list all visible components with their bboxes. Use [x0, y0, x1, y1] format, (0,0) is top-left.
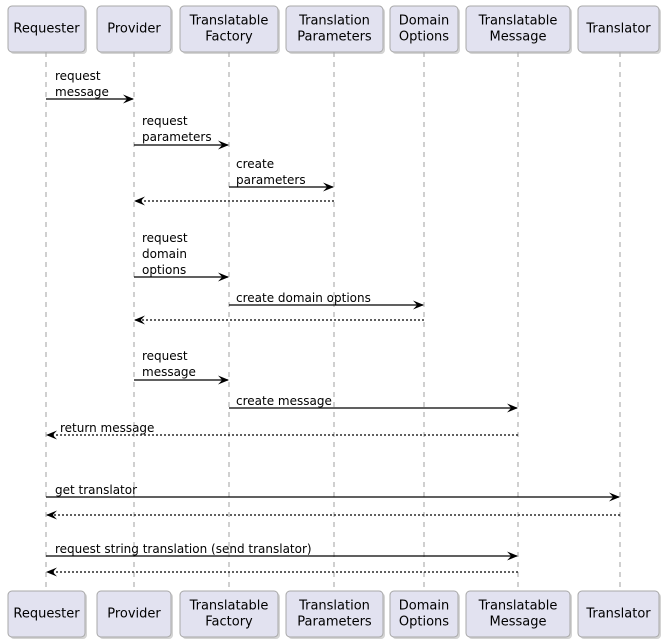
message-arrowhead: [609, 492, 620, 502]
participant-label-translator: Translator: [585, 22, 651, 37]
message-m1[interactable]: request message: [46, 69, 134, 104]
message-m6[interactable]: create domain options: [229, 291, 424, 310]
message-label-m2: parameters: [142, 130, 212, 144]
participant-requester-bottom[interactable]: Requester: [7, 590, 87, 639]
message-arrowhead: [123, 94, 134, 104]
message-label-m3: parameters: [236, 173, 306, 187]
participant-translator-top[interactable]: Translator: [577, 5, 661, 54]
participant-box[interactable]: [465, 590, 571, 638]
message-label-m1: message: [55, 85, 109, 99]
message-m13[interactable]: request string translation (send transla…: [46, 542, 518, 561]
participant-box[interactable]: [96, 590, 172, 638]
participant-label-options: Options: [399, 30, 449, 45]
message-m8[interactable]: request message: [134, 349, 229, 385]
messages-layer: request message request parameters create par…: [46, 69, 620, 577]
participant-label-translator: Translator: [585, 607, 651, 622]
participant-box[interactable]: [285, 5, 384, 53]
participant-label-options: Domain: [399, 599, 449, 614]
participant-label-factory: Translatable: [189, 599, 269, 614]
message-label-m11: get translator: [55, 483, 137, 497]
participant-box[interactable]: [577, 5, 660, 53]
participant-label-message: Translatable: [478, 599, 558, 614]
participant-label-provider: Provider: [107, 22, 161, 37]
message-arrowhead: [134, 315, 145, 325]
participant-label-requester: Requester: [13, 607, 80, 622]
participant-translator-bottom[interactable]: Translator: [577, 590, 661, 639]
message-label-m3: create: [236, 157, 274, 171]
participant-label-options: Domain: [399, 14, 449, 29]
message-label-m1: request: [55, 69, 101, 83]
participant-label-parameters: Parameters: [297, 30, 372, 45]
message-m12[interactable]: [46, 510, 620, 520]
participant-box[interactable]: [389, 5, 459, 53]
lifelines-layer: [45, 52, 621, 591]
participant-label-parameters: Parameters: [297, 615, 372, 630]
message-label-m5: options: [142, 263, 186, 277]
participant-label-message: Message: [490, 30, 547, 45]
message-label-m8: message: [142, 365, 196, 379]
message-label-m13: request string translation (send transla…: [55, 542, 312, 556]
participant-requester-top[interactable]: Requester: [7, 5, 87, 54]
message-label-m8: request: [142, 349, 188, 363]
message-arrowhead: [507, 403, 518, 413]
message-m7[interactable]: [134, 315, 424, 325]
message-m9[interactable]: create message: [229, 394, 518, 413]
participant-provider-bottom[interactable]: Provider: [96, 590, 173, 639]
message-arrowhead: [218, 140, 229, 150]
message-m10[interactable]: return message: [46, 421, 518, 440]
participant-box[interactable]: [285, 590, 384, 638]
participant-box[interactable]: [7, 5, 86, 53]
participant-box[interactable]: [179, 5, 279, 53]
message-m4[interactable]: [134, 196, 334, 206]
message-label-m2: request: [142, 114, 188, 128]
participant-label-message: Translatable: [478, 14, 558, 29]
message-arrowhead: [218, 272, 229, 282]
message-m2[interactable]: request parameters: [134, 114, 229, 150]
message-arrowhead: [413, 300, 424, 310]
message-arrowhead: [218, 375, 229, 385]
message-m14[interactable]: [46, 567, 518, 577]
message-arrowhead: [507, 551, 518, 561]
participant-label-factory: Factory: [205, 30, 253, 45]
message-label-m5: domain: [142, 247, 187, 261]
participant-label-parameters: Translation: [298, 599, 370, 614]
message-m5[interactable]: request domain options: [134, 231, 229, 282]
message-arrowhead: [134, 196, 145, 206]
participant-label-requester: Requester: [13, 22, 80, 37]
message-label-m5: request: [142, 231, 188, 245]
participant-box[interactable]: [577, 590, 660, 638]
message-arrowhead: [46, 567, 57, 577]
participant-box[interactable]: [96, 5, 172, 53]
participant-box[interactable]: [179, 590, 279, 638]
message-label-m6: create domain options: [236, 291, 371, 305]
participant-box[interactable]: [465, 5, 571, 53]
participant-label-options: Options: [399, 615, 449, 630]
participant-box[interactable]: [7, 590, 86, 638]
message-label-m9: create message: [236, 394, 332, 408]
participant-label-provider: Provider: [107, 607, 161, 622]
participant-provider-top[interactable]: Provider: [96, 5, 173, 54]
message-arrowhead: [46, 430, 57, 440]
participant-label-message: Message: [490, 615, 547, 630]
participant-box[interactable]: [389, 590, 459, 638]
message-arrowhead: [323, 182, 334, 192]
message-label-m10: return message: [60, 421, 154, 435]
participant-label-factory: Factory: [205, 615, 253, 630]
message-m3[interactable]: create parameters: [229, 157, 334, 192]
message-arrowhead: [46, 510, 57, 520]
participant-label-parameters: Translation: [298, 14, 370, 29]
participant-label-factory: Translatable: [189, 14, 269, 29]
message-m11[interactable]: get translator: [46, 483, 620, 502]
